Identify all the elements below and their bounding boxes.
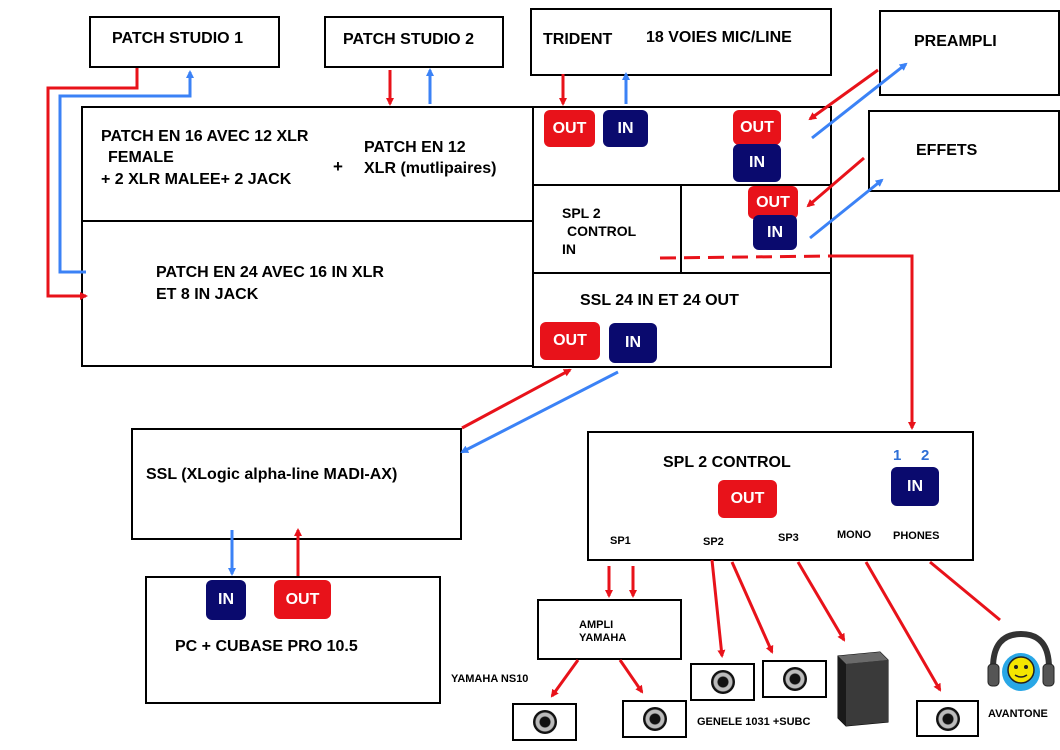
mono-label: MONO — [837, 529, 872, 541]
spl-in-line2: CONTROL — [567, 223, 637, 239]
ssl-xlogic-box — [131, 428, 462, 540]
genele-label: GENELE 1031 +SUBC — [697, 716, 811, 728]
genelec-right-speaker — [762, 660, 827, 698]
trident-label: TRIDENT — [543, 31, 613, 48]
trident-in-badge: IN — [603, 110, 648, 147]
spl-in-line3: IN — [562, 241, 576, 257]
trident-voies-label: 18 VOIES MIC/LINE — [646, 29, 792, 46]
trident-box — [530, 8, 832, 76]
sp3-label: SP3 — [778, 532, 799, 544]
phones-label: PHONES — [893, 530, 940, 542]
patch-12-line2: XLR (mutlipaires) — [364, 160, 497, 177]
sp1-label: SP1 — [610, 535, 631, 547]
patch-24-line2: ET 8 IN JACK — [156, 286, 259, 303]
speaker-cone-icon — [782, 667, 807, 691]
subwoofer-icon — [837, 651, 889, 727]
pc-out-badge: OUT — [274, 580, 331, 619]
ampli-line2: YAMAHA — [579, 632, 627, 644]
plus-sign: + — [333, 157, 343, 176]
ns10-right-speaker — [622, 700, 687, 738]
patch-24-line1: PATCH EN 24 AVEC 16 IN XLR — [156, 264, 384, 281]
ssl-24-label: SSL 24 IN ET 24 OUT — [580, 292, 739, 309]
speaker-cone-icon — [710, 670, 735, 694]
genelec-left-speaker — [690, 663, 755, 701]
effets-label: EFFETS — [916, 142, 978, 159]
spl-in-line1: SPL 2 — [562, 205, 601, 221]
spl-2-control-label: SPL 2 CONTROL — [663, 454, 791, 471]
spl-control-in-box — [532, 184, 682, 274]
preampli-in-badge: IN — [733, 144, 781, 182]
preampli-box — [879, 10, 1060, 96]
patch-16-line2: FEMALE — [108, 149, 174, 166]
patch-studio-2-label: PATCH STUDIO 2 — [343, 31, 474, 48]
pc-cubase-label: PC + CUBASE PRO 10.5 — [175, 638, 358, 655]
ampli-line1: AMPLI — [579, 619, 614, 631]
pc-in-badge: IN — [206, 580, 246, 620]
ssl-xlogic-label: SSL (XLogic alpha-line MADI-AX) — [146, 466, 398, 483]
patch-studio-1-box — [89, 16, 280, 68]
patch-16-line3: + 2 XLR MALEE+ 2 JACK — [101, 171, 292, 188]
patch-studio-1-label: PATCH STUDIO 1 — [112, 30, 243, 47]
ns10-left-speaker — [512, 703, 577, 741]
speaker-cone-icon — [532, 710, 557, 734]
patch-12-line1: PATCH EN 12 — [364, 139, 466, 156]
ssl24-in-badge: IN — [609, 323, 657, 363]
preampli-out-badge: OUT — [733, 110, 781, 145]
speaker-cone-icon — [935, 706, 960, 731]
ampli-yamaha-box — [537, 599, 682, 660]
preampli-label: PREAMPLI — [914, 33, 997, 50]
headphones-icon — [987, 630, 1055, 691]
channel-2-label: 2 — [921, 447, 930, 464]
patch-24-box — [81, 220, 534, 367]
sp2-label: SP2 — [703, 536, 724, 548]
avantone-label: AVANTONE — [988, 708, 1048, 720]
effets-out-badge: OUT — [748, 186, 798, 219]
trident-out-badge: OUT — [544, 110, 595, 147]
patch-studio-2-box — [324, 16, 504, 68]
effets-in-badge: IN — [753, 215, 797, 250]
yamaha-ns10-label: YAMAHA NS10 — [451, 673, 529, 685]
channel-1-label: 1 — [893, 447, 902, 464]
spl2-in-badge: IN — [891, 467, 939, 506]
mono-speaker — [916, 700, 979, 737]
ssl24-out-badge: OUT — [540, 322, 600, 360]
patch-16-line1: PATCH EN 16 AVEC 12 XLR — [101, 128, 309, 145]
speaker-cone-icon — [642, 707, 667, 731]
spl2-out-badge: OUT — [718, 480, 777, 518]
